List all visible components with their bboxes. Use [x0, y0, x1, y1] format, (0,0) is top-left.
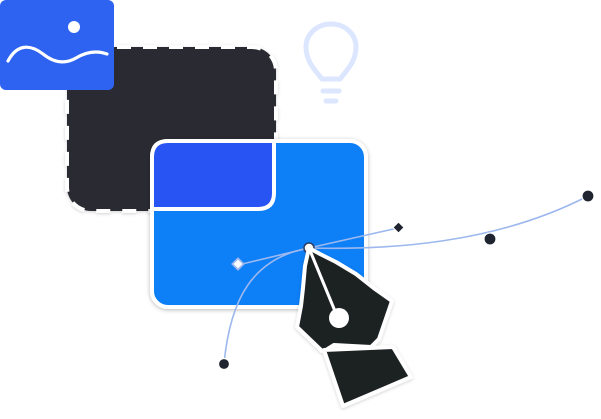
image-icon [0, 0, 114, 90]
anchor-handle-right [391, 220, 406, 235]
path-node-bottom-left [217, 357, 231, 371]
overlap-region [150, 139, 276, 211]
lightbulb-icon [303, 21, 359, 104]
path-node-middle-right [483, 232, 497, 246]
pen-tool-icon [295, 246, 413, 408]
anchor-handle-left [231, 257, 245, 271]
path-node-top-right [581, 189, 595, 203]
